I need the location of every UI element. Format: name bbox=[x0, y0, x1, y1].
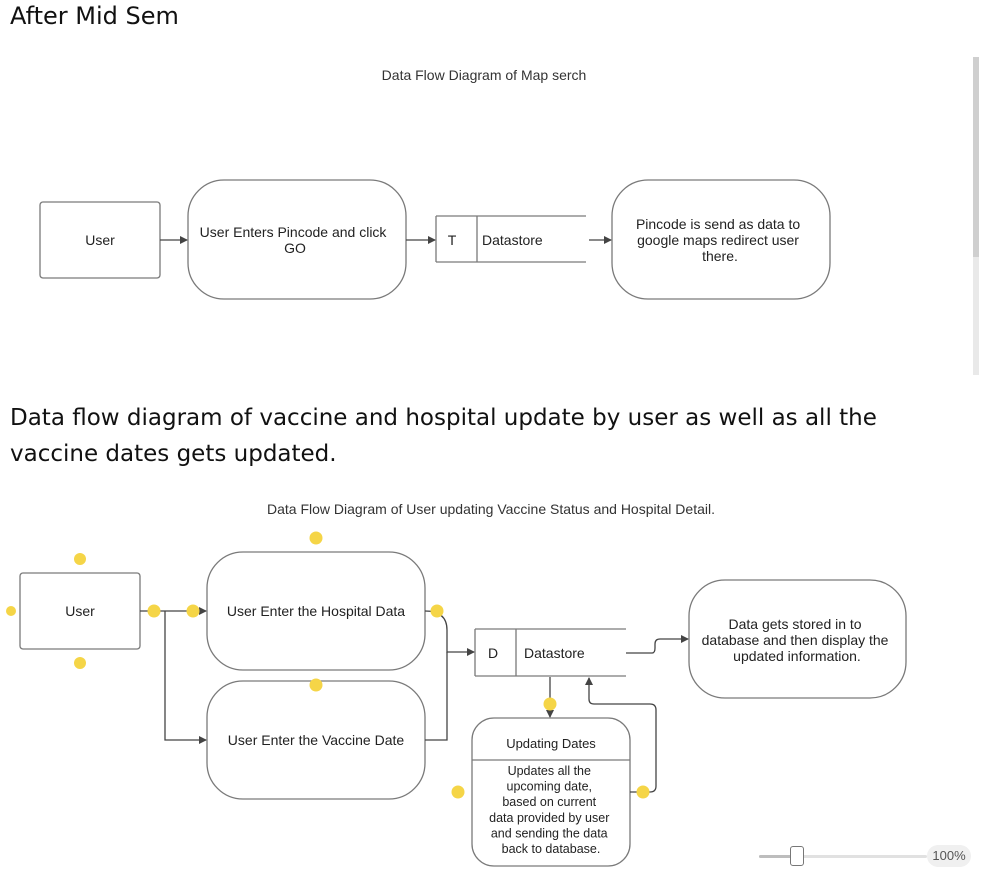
d2-stored-process[interactable] bbox=[688, 579, 907, 699]
vertical-scrollbar[interactable] bbox=[973, 57, 979, 375]
connector-handle[interactable] bbox=[451, 785, 465, 799]
zoom-slider-track[interactable] bbox=[759, 855, 927, 858]
connector-handle[interactable] bbox=[636, 785, 650, 799]
zoom-slider-fill bbox=[759, 855, 796, 858]
d2-arrow-hospital-to-datastore bbox=[424, 610, 475, 656]
connector-handle[interactable] bbox=[74, 657, 86, 669]
d1-datastore-id: T bbox=[448, 232, 457, 248]
connector-handle[interactable] bbox=[74, 553, 86, 565]
scrollbar-thumb[interactable] bbox=[973, 57, 979, 257]
d2-stored-line-1: Data gets stored in to bbox=[729, 616, 862, 632]
connector-handle[interactable] bbox=[147, 604, 161, 618]
d2-updating-body: Updates all the upcoming date, based on … bbox=[489, 764, 613, 856]
d1-result-text: Pincode is send as data to google maps r… bbox=[636, 216, 804, 264]
d2-updating-title: Updating Dates bbox=[506, 736, 596, 751]
d2-vaccine-label: User Enter the Vaccine Date bbox=[228, 732, 405, 748]
d2-updating-line-5: and sending the data bbox=[491, 826, 608, 840]
d2-updating-line-2: upcoming date, bbox=[507, 780, 592, 794]
d1-datastore-label: Datastore bbox=[482, 232, 543, 248]
d1-result-line-1: Pincode is send as data to bbox=[636, 216, 800, 232]
d2-updating-line-3: based on current bbox=[502, 795, 596, 809]
zoom-control: 100% bbox=[757, 845, 997, 869]
diagram1-title: Data Flow Diagram of Map serch bbox=[382, 67, 587, 83]
d2-updating-dates-process[interactable] bbox=[471, 717, 631, 867]
diagram-map-search: Data Flow Diagram of Map serch User User… bbox=[39, 67, 831, 300]
diagram-vaccine-update: Data Flow Diagram of User updating Vacci… bbox=[6, 501, 907, 867]
d2-arrow-updating-to-datastore bbox=[585, 677, 657, 793]
section-heading: Data flow diagram of vaccine and hospita… bbox=[10, 405, 877, 467]
d1-process-line-2: GO bbox=[284, 240, 306, 256]
connector-handles bbox=[6, 531, 650, 799]
d2-arrow-user-to-vaccine bbox=[164, 611, 207, 744]
connector-handle[interactable] bbox=[6, 606, 16, 616]
page-heading: After Mid Sem bbox=[10, 2, 179, 30]
d2-stored-line-2: database and then display the bbox=[702, 632, 889, 648]
d2-stored-text: Data gets stored in to database and then… bbox=[702, 616, 893, 664]
zoom-level-label[interactable]: 100% bbox=[927, 845, 971, 867]
d2-datastore-id: D bbox=[488, 645, 498, 661]
d1-process-line-1: User Enters Pincode and click bbox=[200, 224, 388, 240]
d2-hospital-label: User Enter the Hospital Data bbox=[227, 603, 405, 619]
d1-user-label: User bbox=[85, 232, 115, 248]
d2-datastore-label: Datastore bbox=[524, 645, 585, 661]
zoom-slider-thumb[interactable] bbox=[790, 846, 804, 866]
connector-handle[interactable] bbox=[430, 604, 444, 618]
d2-user-label: User bbox=[65, 603, 95, 619]
d2-updating-line-1: Updates all the bbox=[508, 764, 591, 778]
connector-handle[interactable] bbox=[186, 604, 200, 618]
d2-updating-line-6: back to database. bbox=[502, 842, 601, 856]
connector-handle[interactable] bbox=[309, 678, 323, 692]
d2-arrow-datastore-to-stored bbox=[626, 635, 689, 654]
d1-result-line-2: google maps redirect user bbox=[637, 232, 799, 248]
d2-stored-line-3: updated information. bbox=[733, 648, 861, 664]
d2-line-vaccine-to-datastore bbox=[425, 652, 448, 741]
diagram2-title: Data Flow Diagram of User updating Vacci… bbox=[267, 501, 715, 517]
connector-handle[interactable] bbox=[309, 531, 323, 545]
d2-updating-line-4: data provided by user bbox=[489, 811, 609, 825]
d1-result-line-3: there. bbox=[702, 248, 738, 264]
d1-datastore[interactable] bbox=[435, 215, 586, 263]
d1-process-text: User Enters Pincode and click GO bbox=[200, 224, 391, 256]
d1-result-process[interactable] bbox=[611, 179, 831, 300]
connector-handle[interactable] bbox=[543, 697, 557, 711]
d2-datastore[interactable] bbox=[474, 628, 626, 677]
